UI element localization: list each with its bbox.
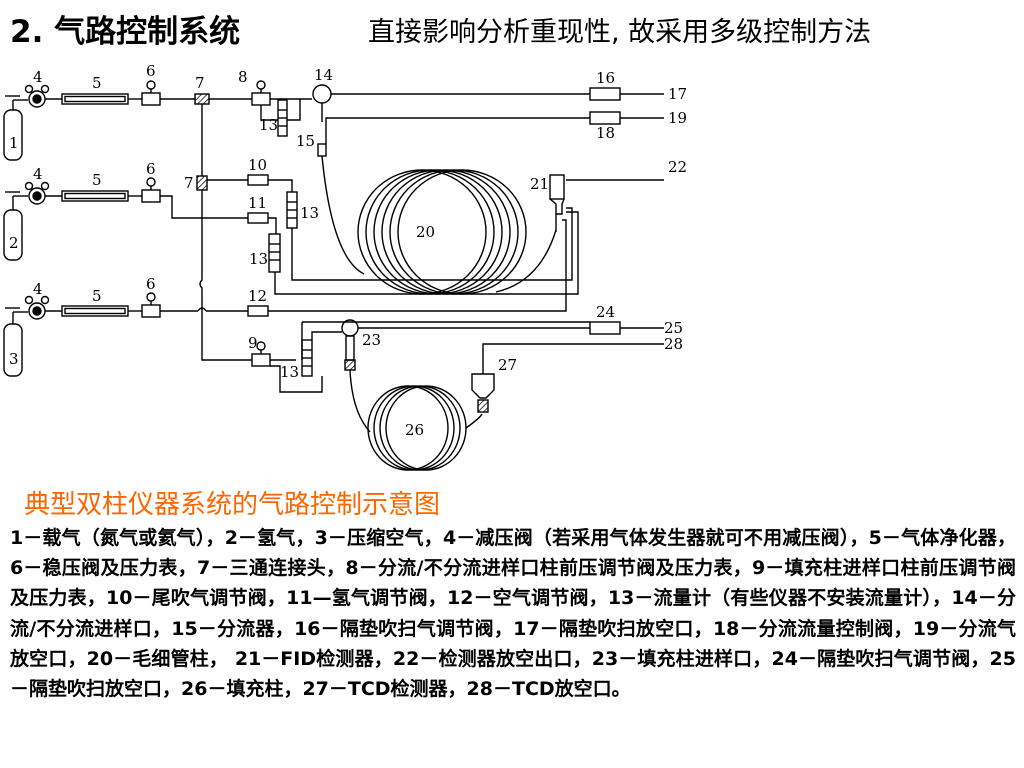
label-12: 12 — [248, 287, 267, 305]
purifier-2 — [45, 190, 142, 202]
label-13b: 13 — [300, 204, 319, 222]
septum-purge-valve-24 — [589, 321, 621, 335]
legend-text: 1－载气（氮气或氦气），2－氢气，3－压缩空气，4－减压阀（若采用气体发生器就可… — [10, 527, 1016, 701]
fid-detector-21 — [549, 174, 664, 215]
tcd-detector-27 — [471, 373, 495, 413]
label-5a: 5 — [92, 74, 102, 92]
cylinder-1 — [3, 95, 23, 161]
label-13a: 13 — [259, 116, 278, 134]
label-10: 10 — [248, 156, 267, 174]
label-16: 16 — [596, 69, 615, 87]
label-1: 1 — [9, 134, 19, 152]
label-5b: 5 — [92, 171, 102, 189]
flowmeter-13a — [277, 99, 288, 137]
label-14: 14 — [314, 66, 333, 84]
flowmeter-13b — [286, 191, 298, 229]
tee-joint-2 — [196, 175, 208, 191]
label-4a: 4 — [33, 68, 43, 86]
diagram-labels: 1 2 3 4 4 4 5 5 5 6 6 6 7 7 8 9 10 11 12… — [9, 62, 687, 439]
split-injector-14 — [312, 84, 332, 157]
air-valve-12 — [247, 305, 269, 317]
label-5c: 5 — [92, 287, 102, 305]
label-28: 28 — [664, 335, 683, 353]
label-3: 3 — [9, 350, 19, 368]
label-11: 11 — [248, 194, 267, 212]
label-26: 26 — [405, 421, 424, 439]
stabilizer-valve-2 — [141, 177, 161, 203]
capillary-column-20 — [357, 169, 527, 295]
stabilizer-valve-3 — [141, 292, 161, 318]
label-13d: 13 — [280, 363, 299, 381]
label-4c: 4 — [33, 280, 43, 298]
title-row: 2. 气路控制系统 直接影响分析重现性, 故采用多级控制方法 — [10, 6, 1014, 50]
label-15: 15 — [296, 132, 315, 150]
packed-injector-23 — [341, 319, 590, 371]
label-18: 18 — [596, 124, 615, 142]
label-6a: 6 — [146, 62, 156, 80]
page-title: 2. 气路控制系统 — [10, 14, 241, 50]
label-23: 23 — [362, 331, 381, 349]
makeup-gas-valve-10 — [247, 174, 269, 186]
label-22: 22 — [668, 158, 687, 176]
gas-path-diagram: 1 2 3 4 4 4 5 5 5 6 6 6 7 7 8 9 10 11 12… — [3, 62, 687, 471]
label-13c: 13 — [249, 250, 268, 268]
flowmeter-13d — [301, 339, 313, 377]
cylinder-2 — [3, 191, 23, 261]
label-9: 9 — [248, 334, 258, 352]
purifier-1 — [45, 93, 142, 105]
label-2: 2 — [9, 234, 19, 252]
split-pressure-valve-8 — [251, 80, 271, 106]
label-24: 24 — [596, 303, 615, 321]
reducing-valve-2 — [13, 181, 50, 205]
label-6b: 6 — [146, 160, 156, 178]
split-flow-valve-18 — [589, 111, 621, 125]
purifier-3 — [45, 305, 142, 317]
label-25: 25 — [664, 319, 683, 337]
tee-joint-1 — [194, 93, 210, 105]
label-21: 21 — [530, 175, 549, 193]
label-4b: 4 — [33, 165, 43, 183]
flowmeter-13c — [268, 233, 281, 273]
stabilizer-valve-1 — [141, 80, 161, 106]
label-27: 27 — [498, 356, 517, 374]
cylinder-3 — [3, 307, 23, 377]
label-7b: 7 — [184, 174, 194, 192]
reducing-valve-1 — [13, 84, 50, 108]
hydrogen-valve-11 — [247, 212, 269, 224]
page-subtitle: 直接影响分析重现性, 故采用多级控制方法 — [368, 17, 872, 48]
figure-caption: 典型双柱仪器系统的气路控制示意图 — [24, 490, 441, 520]
septum-purge-valve-16 — [589, 87, 621, 101]
label-8: 8 — [238, 68, 248, 86]
label-17: 17 — [668, 85, 687, 103]
label-6c: 6 — [146, 275, 156, 293]
label-7a: 7 — [195, 74, 205, 92]
label-20: 20 — [416, 223, 435, 241]
label-19: 19 — [668, 109, 687, 127]
